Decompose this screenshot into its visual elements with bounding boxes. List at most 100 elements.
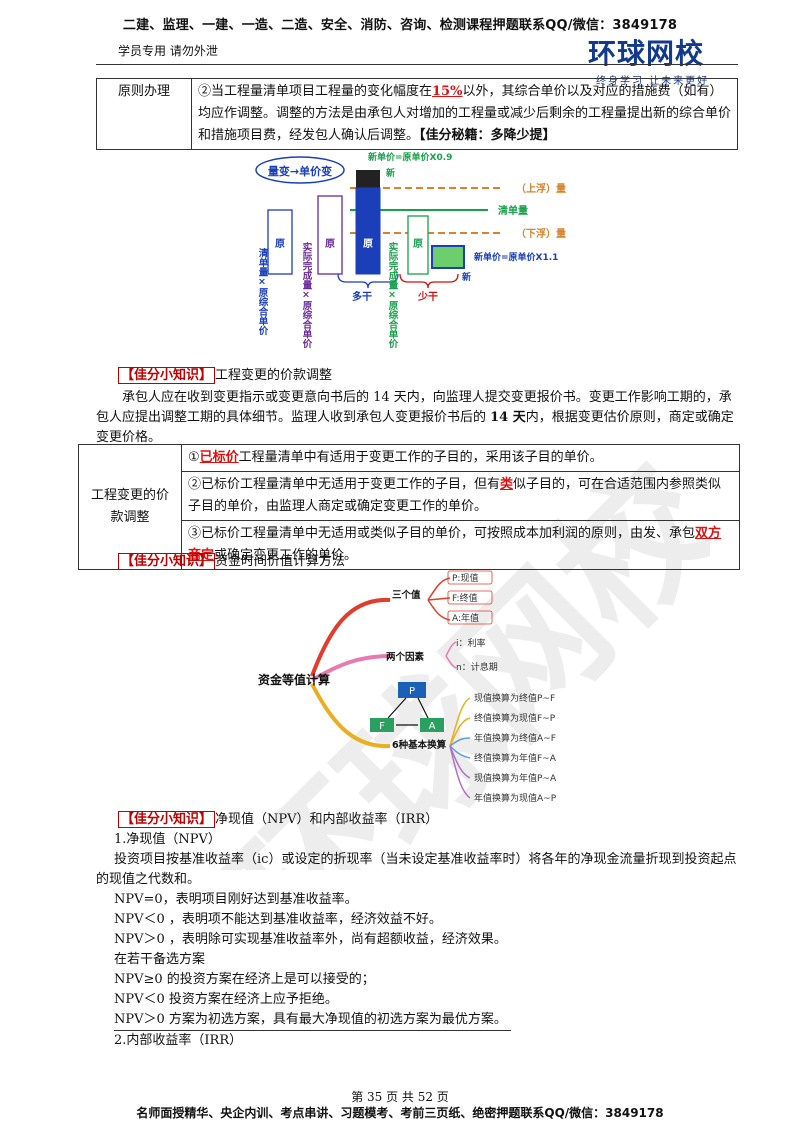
actual-bar xyxy=(317,195,343,275)
principle-text-a: ②当工程量清单项目工程量的变化幅度在 xyxy=(198,84,433,99)
conversion-4: 终值换算为年值F~A xyxy=(474,752,557,764)
mindmap-center: 资金等值计算 xyxy=(258,672,330,687)
npv-line-7: NPV＞0 方案为初选方案，具有最大净现值的初选方案为最优方案。 xyxy=(114,1010,511,1031)
npv-line-5: NPV≥0 的投资方案在经济上是可以接受的； xyxy=(114,972,375,987)
rule1-a: ① xyxy=(188,450,200,465)
rule2-a: ②已标价工程量清单中无适用于变更工作的子目，但有 xyxy=(188,477,501,492)
section1-paragraph: 承包人应在收到变更指示或变更意向书后的 14 天内，向监理人提交变更报价书。变更… xyxy=(96,388,740,448)
mindmap: 资金等值计算 三个值 两个因素 6种基本换算 P:现值 F:终值 A:年值 i：… xyxy=(258,570,557,804)
node-arrow-pf xyxy=(387,697,407,719)
value-a: A:年值 xyxy=(452,612,479,624)
section3-title: 净现值（NPV）和内部收益率（IRR） xyxy=(215,812,439,827)
footer-contact-line: 名师面授精华、央企内训、考点串讲、习题模考、考前三页纸、绝密押题联系QQ/微信：… xyxy=(136,1106,664,1120)
less-label: 少干 xyxy=(417,290,438,303)
rule3-a: ③已标价工程量清单中无适用或类似子目的单价，可按照成本加利润的原则，由发、承包 xyxy=(188,526,696,541)
section3-heading: 【佳分小知识】净现值（NPV）和内部收益率（IRR） xyxy=(118,810,740,830)
lower-float-label: （下浮）量 xyxy=(516,227,566,240)
three-values-list: P:现值 F:终值 A:年值 xyxy=(447,570,493,625)
section2-tag: 【佳分小知识】 xyxy=(118,553,216,570)
rule2-b: 似子目的，可在合适范围内参照类似子目的单价，由监理人商定或确定变更工作的单价。 xyxy=(188,477,722,514)
change-price-table: 工程变更的价款调整 ①已标价工程量清单中有适用于变更工作的子目的，采用该子目的单… xyxy=(78,444,740,570)
section1-title: 工程变更的价款调整 xyxy=(215,368,333,383)
six-conversions-list: 现值换算为终值P~F 终值换算为现值F~P 年值换算为终值A~F 终值换算为年值… xyxy=(474,692,557,804)
more-label: 多干 xyxy=(352,290,372,303)
conversion-1: 现值换算为终值P~F xyxy=(474,692,555,704)
conversion-6: 年值换算为现值A~P xyxy=(474,792,557,804)
value-p: P:现值 xyxy=(452,572,478,584)
npv-definition: 投资项目按基准收益率（ic）或设定的折现率（当未设定基准收益率时）将各年的净现金… xyxy=(96,852,737,887)
node-p: P xyxy=(409,686,415,697)
branch-two-factors: 两个因素 xyxy=(386,651,425,663)
more-bar-label: 原 xyxy=(363,238,373,250)
change-rule-1: ①已标价工程量清单中有适用于变更工作的子目的，采用该子目的单价。 xyxy=(181,444,740,472)
node-a: A xyxy=(429,721,436,732)
student-only-note: 学员专用 请勿外泄 xyxy=(118,44,218,58)
school-logo: 环球网校 终身学习 让未来更好 xyxy=(588,32,738,87)
branch-six-conversions: 6种基本换算 xyxy=(392,739,447,751)
bubble-text: 量变→单价变 xyxy=(268,164,332,178)
principle-table: 原则办理 ②当工程量清单项目工程量的变化幅度在15%以外，其综合单价以及对应的措… xyxy=(96,78,738,150)
npv-line-4: 在若干备选方案 xyxy=(114,952,206,967)
bill-qty-label: 清单量 xyxy=(498,204,528,217)
value-f: F:终值 xyxy=(452,592,478,604)
node-p-box xyxy=(398,682,426,698)
node-a-box xyxy=(420,718,444,732)
left-vertical-label: 清单量×原综合单价 xyxy=(257,247,269,336)
rule1-b: 工程量清单中有适用于变更工作的子目的，采用该子目的单价。 xyxy=(238,450,603,465)
node-arrow-pa xyxy=(417,697,429,719)
section-npv-irr: 【佳分小知识】净现值（NPV）和内部收益率（IRR） 1.净现值（NPV） 投资… xyxy=(96,810,740,1051)
rule2-red: 类 xyxy=(500,477,514,492)
section1-para-bold: 14 天 xyxy=(490,410,526,425)
two-factors-list: i：利率 n：计息期 xyxy=(456,637,498,673)
change-price-label: 工程变更的价款调整 xyxy=(78,444,182,570)
mid-vertical-label: 实际完成量×原综合单价 xyxy=(301,241,313,349)
less-bracket xyxy=(399,273,459,289)
section1-heading: 【佳分小知识】工程变更的价款调整 xyxy=(118,366,740,386)
branch-three-values: 三个值 xyxy=(392,589,421,601)
new-top-label: 新 xyxy=(386,167,395,179)
npv-line-1: NPV=0，表明项目刚好达到基准收益率。 xyxy=(114,892,358,907)
principle-label: 原则办理 xyxy=(96,78,192,150)
bottom-formula: 新单价=原单价X1.1 xyxy=(474,251,558,263)
section2-title: 资金时间价值计算方法 xyxy=(215,554,346,569)
irr-heading: 2.内部收益率（IRR） xyxy=(114,1033,243,1048)
factor-n: n：计息期 xyxy=(456,661,498,673)
header-contact-line: 二建、监理、一建、一造、二造、安全、消防、咨询、检测课程押题联系QQ/微信：38… xyxy=(122,18,678,33)
header-divider xyxy=(96,64,738,65)
npv-heading: 1.净现值（NPV） xyxy=(114,832,221,847)
npv-line-6: NPV＜0 投资方案在经济上应予拒绝。 xyxy=(114,992,338,1007)
node-f-box xyxy=(370,718,394,732)
right-vertical-label: 实际完成量×原综合单价 xyxy=(387,241,399,349)
rule3-red: 双方商定 xyxy=(188,526,722,563)
more-new-segment xyxy=(356,170,380,188)
section2-heading: 【佳分小知识】资金时间价值计算方法 xyxy=(118,552,762,572)
conversion-2: 终值换算为现值F~P xyxy=(474,712,556,724)
quantity-price-diagram: 量变→单价变 新单价=原单价X0.9 新 （上浮）量 清单量 （下浮）量 原 原… xyxy=(255,151,566,349)
principle-tip: 【佳分秘籍：多降少提】 xyxy=(419,128,556,143)
principle-text-b: 以外，其综合单价以及对应的措施费（如有）均应作调整。调整的方法是由承包人对增加的… xyxy=(198,84,732,143)
section-change-price: 【佳分小知识】工程变更的价款调整 承包人应在收到变更指示或变更意向书后的 14 … xyxy=(96,366,740,448)
section1-tag: 【佳分小知识】 xyxy=(118,367,216,384)
logo-text: 环球网校 xyxy=(588,37,705,70)
less-bar-label: 原 xyxy=(413,238,423,250)
actual-bar-label: 原 xyxy=(325,238,335,250)
rule3-b: 或确定变更工作的单价。 xyxy=(214,548,358,563)
conversion-3: 年值换算为终值A~F xyxy=(474,732,556,744)
section3-tag: 【佳分小知识】 xyxy=(118,811,216,828)
factor-i: i：利率 xyxy=(456,637,486,649)
principle-content: ②当工程量清单项目工程量的变化幅度在15%以外，其综合单价以及对应的措施费（如有… xyxy=(191,78,738,150)
upper-float-label: （上浮）量 xyxy=(516,182,566,195)
change-rule-2: ②已标价工程量清单中无适用于变更工作的子目，但有类似子目的，可在合适范围内参照类… xyxy=(181,471,740,521)
more-bracket xyxy=(337,273,399,289)
page-number: 第 35 页 共 52 页 xyxy=(351,1090,449,1104)
bill-bar xyxy=(267,209,293,275)
npv-line-3: NPV＞0 ，表明除可实现基准收益率外，尚有超额收益，经济效果。 xyxy=(114,932,507,947)
change-rule-3: ③已标价工程量清单中无适用或类似子目的单价，可按照成本加利润的原则，由发、承包双… xyxy=(181,520,740,570)
npv-line-2: NPV＜0 ，表明项不能达到基准收益率，经济效益不好。 xyxy=(114,912,442,927)
principle-highlight: 15% xyxy=(432,84,463,99)
less-bar xyxy=(407,215,429,275)
more-original-segment xyxy=(355,187,381,275)
less-new-box xyxy=(431,245,465,269)
rule1-red: 已标价 xyxy=(199,450,239,465)
top-formula: 新单价=原单价X0.9 xyxy=(368,151,452,163)
